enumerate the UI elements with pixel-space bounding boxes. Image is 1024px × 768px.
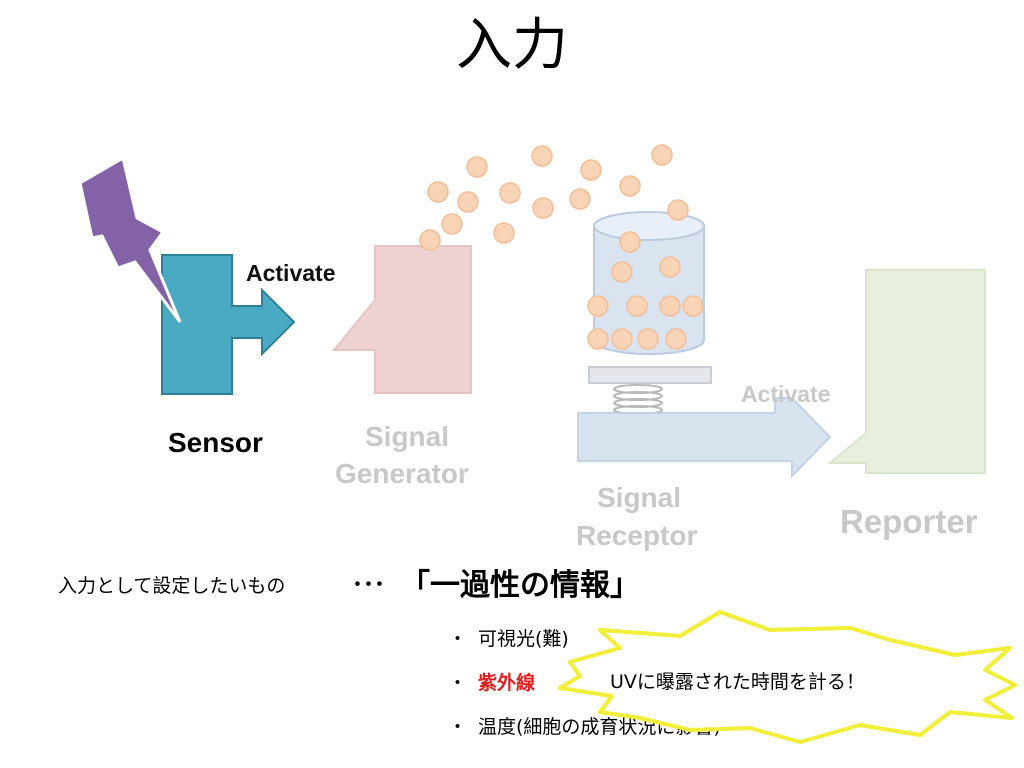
spring-icon [613,384,663,415]
signal-receptor-block [577,397,832,479]
molecule [611,328,633,350]
bullet-symbol: ・ [448,716,468,738]
bullet-symbol: ・ [448,628,468,650]
activate-label-1: Activate [246,260,336,286]
receptor-plate [588,366,712,384]
molecule [619,231,641,253]
molecule [659,295,681,317]
slide-title: 入力 [456,13,568,78]
molecule [651,144,673,166]
molecule [466,156,488,178]
receptor-label-line2: Receptor [576,520,698,551]
signal-generator-block [331,245,472,394]
bullet-item: ・温度(細胞の成育状況に影響) [448,712,721,739]
molecule [637,328,659,350]
molecule [419,229,441,251]
molecule [499,182,521,204]
molecule [587,328,609,350]
ellipsis-dots: ･･･ [352,573,386,598]
reporter-block [827,269,986,474]
molecule [441,213,463,235]
molecule [532,197,554,219]
generator-label-line1: Signal [365,421,450,452]
molecule [665,328,687,350]
molecule [427,181,449,203]
molecule [569,188,591,210]
molecule [587,295,609,317]
molecule [619,175,641,197]
molecule [580,159,602,181]
bullet-symbol: ・ [448,672,468,694]
receptor-label-line1: Signal [597,482,682,513]
generator-label-line2: Generator [335,458,469,489]
bullet-text: 可視光(難) [478,628,569,650]
molecule [659,256,681,278]
sensor-block [161,254,296,395]
bullet-item: ・紫外線 [448,668,535,695]
molecule [667,199,689,221]
bullet-text: 温度(細胞の成育状況に影響) [478,716,721,738]
callout-text: UVに曝露された時間を計る！ [610,671,865,693]
molecule [531,145,553,167]
signal-molecules [419,144,704,350]
molecule [457,191,479,213]
molecule [493,222,515,244]
intro-text: 入力として設定したいもの [58,575,286,597]
molecule [611,261,633,283]
lightning-icon [78,155,182,323]
molecule [682,295,704,317]
activate-label-2: Activate [741,381,831,407]
reporter-label: Reporter [840,503,978,540]
sensor-label: Sensor [168,427,263,458]
molecule [626,295,648,317]
highlight-text: 「一過性の情報」 [400,568,640,603]
bullet-text-uv: 紫外線 [478,672,536,694]
bullet-item: ・可視光(難) [448,624,569,651]
